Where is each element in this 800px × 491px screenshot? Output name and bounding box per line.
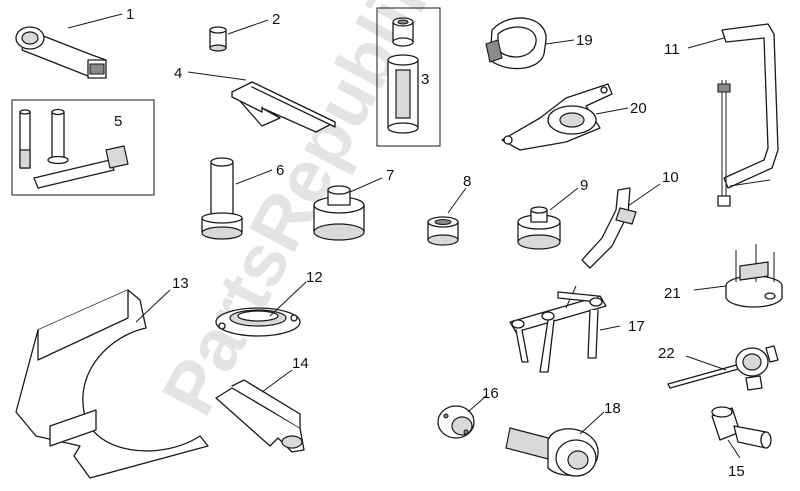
part-3-frame — [376, 7, 441, 147]
part-1-tool — [15, 26, 107, 79]
part-20-holder — [501, 83, 613, 151]
callout-1: 1 — [126, 6, 134, 23]
callout-4: 4 — [174, 65, 182, 82]
callout-16: 16 — [482, 385, 499, 402]
callout-13: 13 — [172, 275, 189, 292]
callout-22: 22 — [658, 345, 675, 362]
callout-20: 20 — [630, 100, 647, 117]
part-21-cage-fixture — [725, 244, 783, 308]
callout-19: 19 — [576, 32, 593, 49]
callout-2: 2 — [272, 11, 280, 28]
part-5-frame — [11, 99, 155, 196]
part-17-three-leg-puller — [509, 285, 607, 373]
callout-12: 12 — [306, 269, 323, 286]
part-11-c-clamp — [717, 23, 779, 207]
callout-10: 10 — [662, 169, 679, 186]
callout-17: 17 — [628, 318, 645, 335]
part-6-spindle — [201, 157, 243, 240]
callout-18: 18 — [604, 400, 621, 417]
part-12-ring-plate — [215, 307, 301, 337]
part-3-sleeve-tool — [387, 17, 419, 134]
callout-9: 9 — [580, 177, 588, 194]
callout-21: 21 — [664, 285, 681, 302]
part-22-rod-gauge — [667, 345, 779, 391]
part-18-threaded-knob — [505, 427, 599, 477]
callout-3: 3 — [421, 71, 429, 88]
part-8-bush — [427, 216, 459, 246]
callout-14: 14 — [292, 355, 309, 372]
callout-15: 15 — [728, 463, 745, 480]
part-7-puller-cup — [313, 185, 365, 241]
callout-6: 6 — [276, 162, 284, 179]
part-14-forked-tool — [215, 379, 305, 453]
part-9-cup — [517, 206, 561, 250]
callout-5: 5 — [114, 113, 122, 130]
part-19-band-clamp — [485, 17, 547, 70]
part-5-pin-set — [19, 108, 129, 189]
part-16-flange — [437, 405, 475, 439]
callout-11: 11 — [664, 41, 680, 58]
callout-7: 7 — [386, 167, 394, 184]
part-4-fork-plate — [231, 81, 336, 133]
callout-8: 8 — [463, 173, 471, 190]
part-15-stepped-drift — [711, 406, 772, 449]
part-2-plug — [209, 26, 227, 52]
part-10-bent-bar — [581, 187, 637, 269]
part-13-base-plate — [15, 289, 209, 479]
